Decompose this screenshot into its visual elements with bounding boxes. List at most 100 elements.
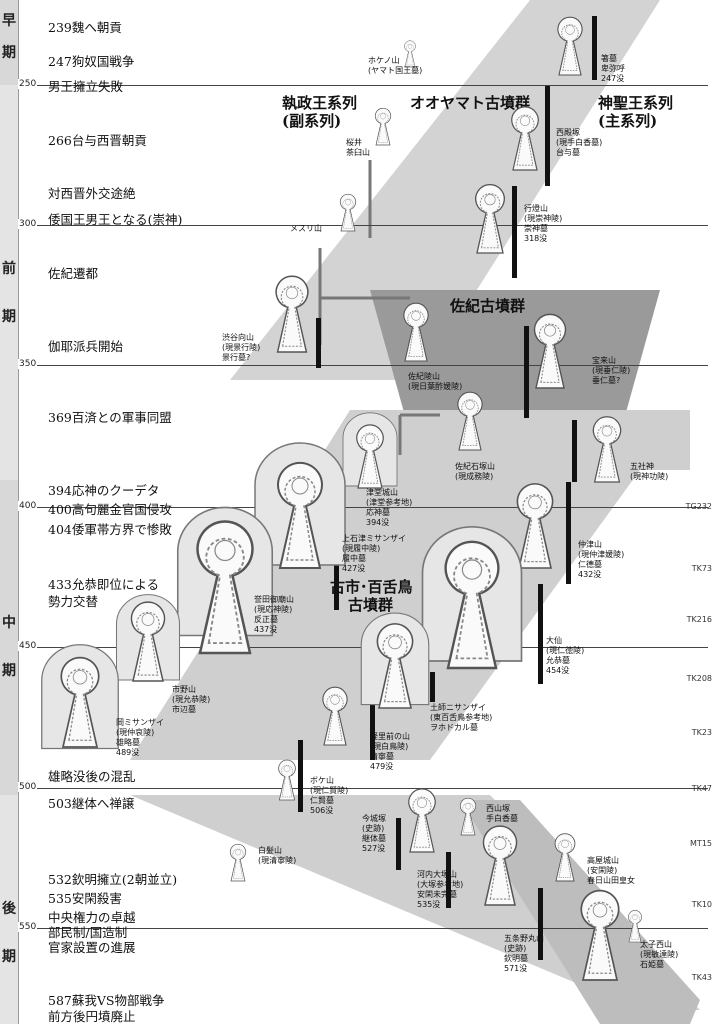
reign-bar xyxy=(524,326,529,418)
late-band-2 xyxy=(460,800,700,1024)
reign-bar xyxy=(446,852,451,908)
tomb-label-tsudoshiro: 津堂城山 (津堂参考地) 応神墓 394没 xyxy=(366,488,412,528)
reign-bar xyxy=(538,584,543,684)
reign-bar xyxy=(298,740,303,812)
label-line: 白髪山 xyxy=(258,846,282,855)
label-line: 崇神墓 xyxy=(524,224,548,233)
period-char: 前 xyxy=(2,261,16,277)
label-line: ヲホドカル墓 xyxy=(430,723,478,732)
group-line: 執政王系列 xyxy=(282,94,358,112)
tomb-label-taishinishiyama: 太子西山 (現敏達陵) 石姫墓 xyxy=(640,940,678,970)
event-text: 前方後円墳廃止 xyxy=(48,1009,136,1024)
tomb-sakurai xyxy=(374,107,392,146)
label-line: (現允恭陵) xyxy=(172,695,211,704)
year-line xyxy=(18,507,708,508)
label-line: 台与墓 xyxy=(556,148,580,157)
tomb-label-kamiishizu: 上石津ミサンザイ (現履中陵) 履中墓 427没 xyxy=(342,534,406,574)
tomb-horaisan xyxy=(533,313,567,389)
tomb-shibutani xyxy=(275,275,309,353)
reign-bar xyxy=(316,318,321,368)
tomb-label-ichinoyama: 市野山 (現允恭陵) 市辺墓 xyxy=(172,685,210,715)
year-line xyxy=(18,928,708,929)
year-tick: 550 xyxy=(18,922,38,932)
label-line: 479没 xyxy=(370,762,394,771)
event-text: 369百済との軍事同盟 xyxy=(48,410,172,425)
event-text: 部民制/国造制 xyxy=(48,925,128,940)
label-line: 安閑未完墓 xyxy=(417,890,457,899)
event-text: 535安閑殺害 xyxy=(48,891,122,906)
tomb-gojonomaruyama xyxy=(580,889,620,981)
period-early xyxy=(0,0,19,85)
tomb-label-hajinisanzai: 土師ニサンザイ (東百舌鳥参考地) ヲホドカル墓 xyxy=(430,703,492,733)
tomb-label-andonyama: 行燈山 (現崇神陵) 崇神墓 318没 xyxy=(524,204,562,244)
label-line: ボケ山 xyxy=(310,776,334,785)
period-char: 期 xyxy=(2,309,16,325)
label-line: (現垂仁陵) xyxy=(592,366,631,375)
tomb-nakatsuyama xyxy=(516,483,554,569)
period-middle xyxy=(0,480,19,795)
label-line: (現手白香墓) xyxy=(556,138,603,147)
event-text: 587蘇我VS物部戦争 xyxy=(48,993,165,1008)
tomb-label-takayajoyama: 高屋城山 (安閑陵) 春日山田皇女 xyxy=(587,856,635,886)
period-char: 後 xyxy=(2,901,16,917)
label-line: 318没 xyxy=(524,234,548,243)
tomb-label-mesuriyama: メスリ山 xyxy=(290,224,322,234)
tk-mark: TK216 xyxy=(686,615,712,624)
event-text: 266台与西晋朝貢 xyxy=(48,133,147,148)
label-line: (史跡) xyxy=(362,824,385,833)
tomb-label-nishiyamazuka: 西山塚 手白香墓 xyxy=(486,804,518,824)
reign-bar xyxy=(396,818,401,870)
label-line: 反正墓 xyxy=(254,615,278,624)
label-line: 応神墓 xyxy=(366,508,390,517)
tomb-label-imashirozuka: 今城塚 (史跡) 継体墓 527没 xyxy=(362,814,386,854)
label-line: (現仲哀陵) xyxy=(116,728,155,737)
period-char: 期 xyxy=(2,663,16,679)
group-line: 古市･百舌鳥 xyxy=(330,578,413,596)
label-line: メスリ山 xyxy=(290,224,322,233)
year-line xyxy=(18,85,708,86)
tomb-karusatomae xyxy=(322,686,348,746)
tomb-nishiyamazuka xyxy=(459,797,477,836)
reign-bar xyxy=(370,700,375,760)
label-line: 河内大塚山 xyxy=(417,870,457,879)
label-line: 527没 xyxy=(362,844,386,853)
label-line: (ヤマト国王墓) xyxy=(368,66,423,75)
event-text: 247狗奴国戦争 xyxy=(48,54,135,69)
group-saki: 佐紀古墳群 xyxy=(450,297,526,315)
year-tick: 350 xyxy=(18,359,38,369)
label-line: 渋谷向山 xyxy=(222,333,254,342)
label-line: 佐紀石塚山 xyxy=(455,462,495,471)
year-tick: 450 xyxy=(18,641,38,651)
tomb-samitozaki xyxy=(403,302,429,362)
label-line: 454没 xyxy=(546,666,570,675)
event-text: 中央権力の卓越 xyxy=(48,910,136,925)
tomb-hashihaka xyxy=(557,16,583,76)
reign-bar xyxy=(512,186,517,278)
reign-bar xyxy=(538,888,543,960)
label-line: 仲津山 xyxy=(578,540,602,549)
label-line: 土師ニサンザイ xyxy=(430,703,486,712)
label-line: 太子西山 xyxy=(640,940,672,949)
label-line: 允恭墓 xyxy=(546,656,570,665)
event-text: 503継体へ禅譲 xyxy=(48,796,135,811)
label-line: 桜井 xyxy=(346,138,362,147)
event-text: 勢力交替 xyxy=(48,594,99,609)
label-line: 仁賢墓 xyxy=(310,796,334,805)
event-text: 433允恭即位による xyxy=(48,577,159,592)
period-late xyxy=(0,795,19,1024)
tomb-label-shiragayama: 白髪山 (現清寧陵) xyxy=(258,846,296,866)
year-line xyxy=(18,225,708,226)
reign-bar xyxy=(566,482,571,584)
label-line: 西山塚 xyxy=(486,804,510,813)
label-line: 津堂城山 xyxy=(366,488,398,497)
label-line: 489没 xyxy=(116,748,140,757)
tomb-label-bokeyama: ボケ山 (現仁賢陵) 仁賢墓 506没 xyxy=(310,776,348,816)
tomb-nishitonozuka xyxy=(511,106,539,171)
label-line: 景行墓? xyxy=(222,353,251,362)
label-line: (現仁徳陵) xyxy=(546,646,585,655)
year-tick: 500 xyxy=(18,782,38,792)
label-line: 市辺墓 xyxy=(172,705,196,714)
label-line: 岡ミサンザイ xyxy=(116,718,164,727)
label-line: 軽里前の山 xyxy=(370,732,410,741)
label-line: 卑弥呼 xyxy=(601,64,625,73)
